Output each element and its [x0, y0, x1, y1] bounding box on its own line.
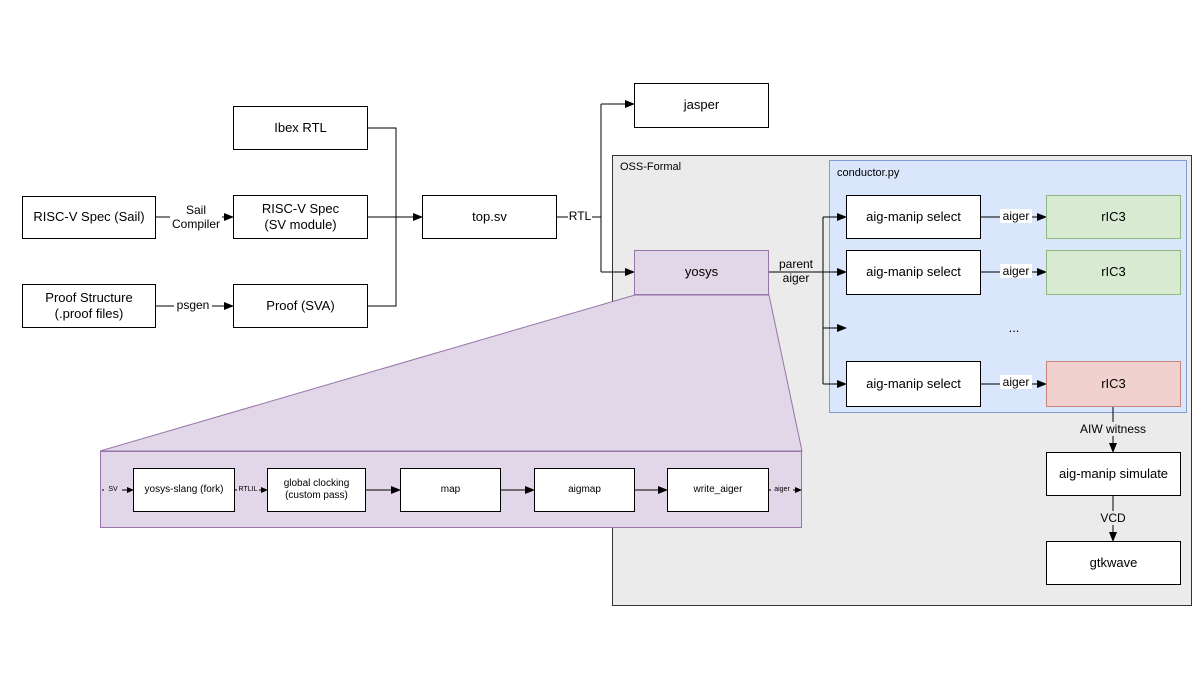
yosys-node: yosys: [634, 250, 769, 295]
ibex-rtl-node: Ibex RTL: [233, 106, 368, 150]
rtl-label: RTL: [568, 209, 592, 224]
jasper-node: jasper: [634, 83, 769, 128]
global-clocking-node: global clocking (custom pass): [267, 468, 366, 512]
ric3-node-2: rIC3: [1046, 250, 1181, 295]
yosys-slang-node: yosys-slang (fork): [133, 468, 235, 512]
aiger-label-2: aiger: [1000, 264, 1032, 279]
aig-select-node-3: aig-manip select: [846, 361, 981, 407]
proof-structure-node: Proof Structure (.proof files): [22, 284, 156, 328]
write-aiger-node: write_aiger: [667, 468, 769, 512]
sail-compiler-label: Sail Compiler: [170, 203, 222, 232]
riscv-sail-node: RISC-V Spec (Sail): [22, 196, 156, 239]
map-node: map: [400, 468, 501, 512]
top-sv-node: top.sv: [422, 195, 557, 239]
conductor-label: conductor.py: [837, 167, 900, 179]
rtlil-label: RTLIL: [237, 486, 259, 495]
aigmap-node: aigmap: [534, 468, 635, 512]
aig-select-node-1: aig-manip select: [846, 195, 981, 239]
aig-select-node-2: aig-manip select: [846, 250, 981, 295]
ric3-node-3: rIC3: [1046, 361, 1181, 407]
vcd-label: VCD: [1099, 511, 1127, 526]
parent-aiger-label: parent aiger: [778, 257, 814, 286]
gtkwave-node: gtkwave: [1046, 541, 1181, 585]
aiw-witness-label: AIW witness: [1076, 422, 1150, 437]
proof-sva-node: Proof (SVA): [233, 284, 368, 328]
riscv-sv-node: RISC-V Spec (SV module): [233, 195, 368, 239]
ellipsis-label: ...: [1008, 320, 1020, 335]
psgen-label: psgen: [174, 298, 212, 313]
aiger-label-1: aiger: [1000, 209, 1032, 224]
sv-in-label: SV: [104, 486, 122, 495]
aiger-label-3: aiger: [1000, 375, 1032, 390]
ric3-node-1: rIC3: [1046, 195, 1181, 239]
oss-formal-label: OSS-Formal: [620, 161, 682, 173]
aiger-out-label: aiger: [771, 486, 793, 495]
aig-simulate-node: aig-manip simulate: [1046, 452, 1181, 496]
